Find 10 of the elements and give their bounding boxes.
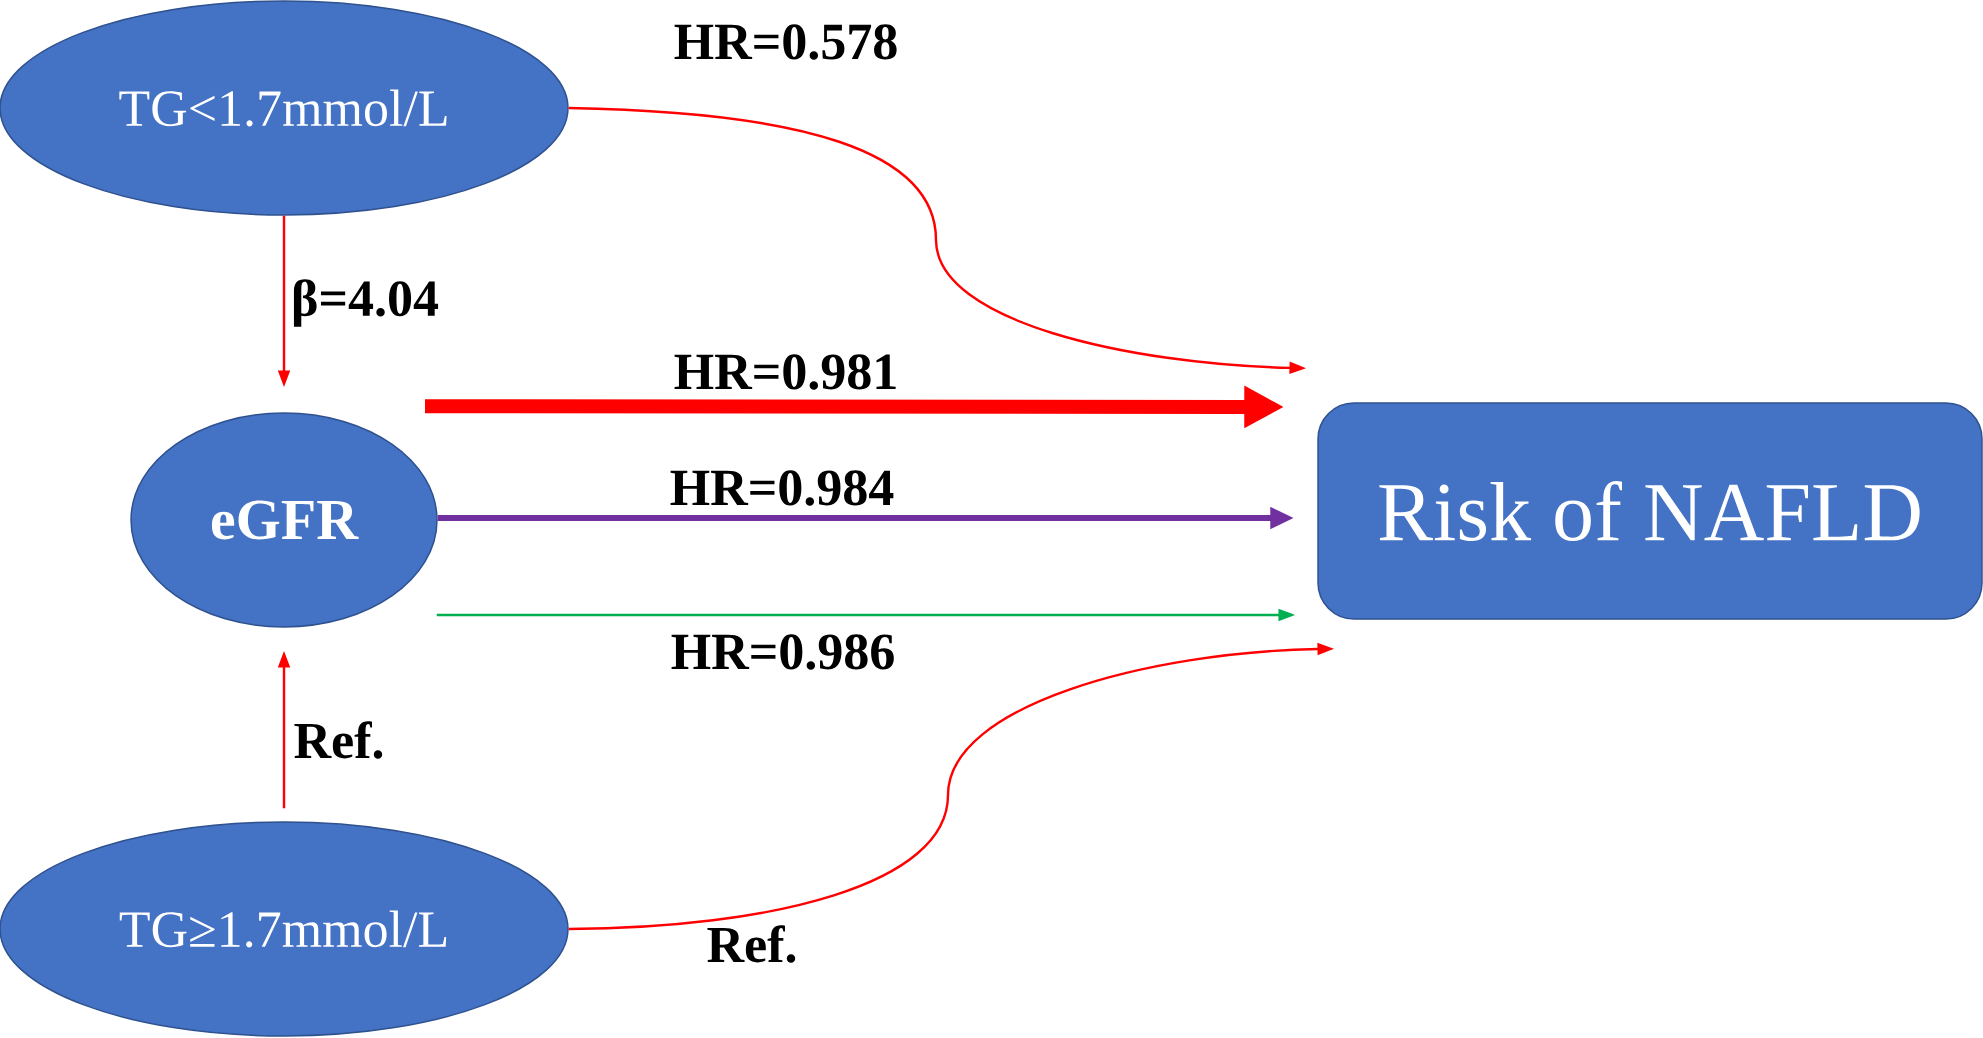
edge-label: HR=0.578 [674, 24, 897, 60]
rounded-box: Risk of NAFLD [1317, 402, 1983, 620]
edge-label: HR=0.984 [670, 470, 894, 506]
edge-label: β=4.04 [293, 279, 439, 327]
edge-label: Ref. [707, 925, 796, 963]
ellipse-node: TG≥1.7mmol/L [0, 821, 569, 1037]
edge-label: Ref. [294, 721, 383, 759]
edge-label: HR=0.986 [671, 634, 894, 670]
ellipse-node: eGFR [130, 412, 438, 628]
edge-label: HR=0.981 [674, 354, 896, 390]
